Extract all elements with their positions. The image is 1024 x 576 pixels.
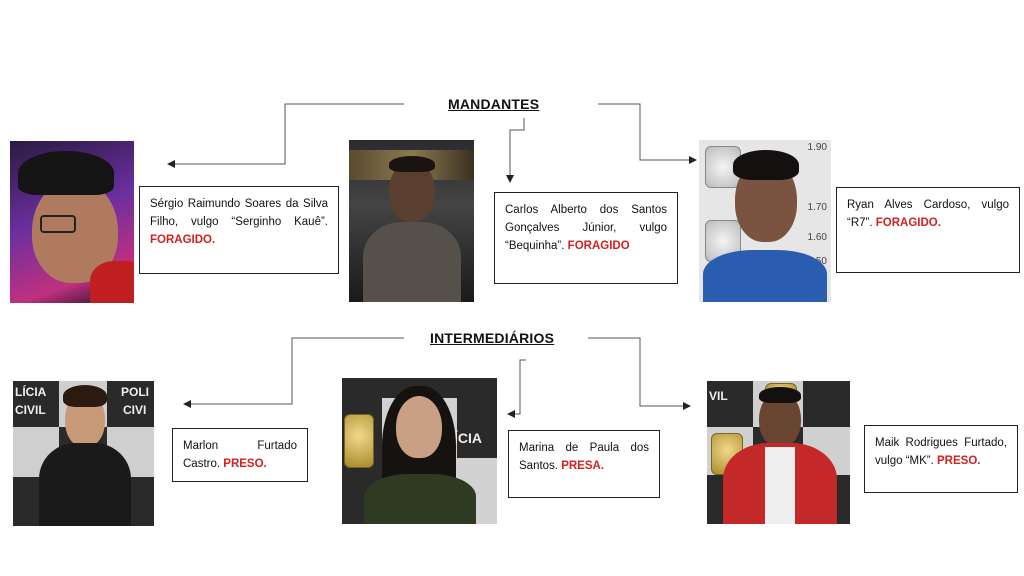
caption-intermediario-2: Marina de Paula dos Santos. PRESA. — [508, 430, 660, 498]
name-mandante-2: Carlos Alberto dos Santos Gonçalves Júni… — [505, 204, 667, 252]
name-mandante-3: Ryan Alves Cardoso, vulgo “R7”. — [847, 199, 1009, 229]
arrow-to-intermediario-2 — [507, 359, 526, 418]
status-mandante-3: FORAGIDO. — [875, 217, 941, 229]
name-intermediario-2: Marina de Paula dos Santos. — [519, 442, 649, 472]
caption-mandante-2: Carlos Alberto dos Santos Gonçalves Júni… — [494, 192, 678, 284]
arrow-to-mandante-2 — [506, 118, 525, 183]
photo-intermediario-3: VIL — [707, 381, 850, 524]
height-mark-2: 1.70 — [807, 202, 827, 213]
arrow-to-mandante-3 — [598, 103, 697, 164]
photo-intermediario-2: ÍCIA — [342, 378, 497, 524]
name-intermediario-3: Maik Rodrigues Furtado, vulgo “MK”. — [875, 437, 1007, 467]
status-mandante-1: FORAGIDO. — [150, 234, 216, 246]
heading-intermediarios: INTERMEDIÁRIOS — [430, 330, 555, 346]
height-mark-3: 1.60 — [807, 232, 827, 243]
name-intermediario-1: Marlon Furtado Castro. — [183, 440, 297, 470]
wall-text-policia: POLI — [121, 385, 150, 399]
wall-text-vil: VIL — [709, 389, 728, 403]
caption-intermediario-1: Marlon Furtado Castro. PRESO. — [172, 428, 308, 482]
caption-mandante-3: Ryan Alves Cardoso, vulgo “R7”. FORAGIDO… — [836, 187, 1020, 273]
heading-mandantes: MANDANTES — [448, 96, 540, 112]
status-intermediario-3: PRESO. — [937, 455, 981, 467]
photo-mandante-2 — [349, 140, 474, 302]
photo-intermediario-1: LÍCIA CIVIL POLI CIVI — [13, 381, 154, 526]
caption-mandante-1: Sérgio Raimundo Soares da Silva Filho, v… — [139, 186, 339, 274]
arrow-to-intermediario-3 — [588, 337, 691, 410]
wall-text-civil-right: CIVI — [123, 403, 147, 417]
status-intermediario-1: PRESO. — [223, 458, 267, 470]
status-mandante-2: FORAGIDO — [567, 240, 630, 252]
caption-intermediario-3: Maik Rodrigues Furtado, vulgo “MK”. PRES… — [864, 425, 1018, 493]
photo-mandante-1 — [10, 141, 134, 303]
name-mandante-1: Sérgio Raimundo Soares da Silva Filho, v… — [150, 198, 328, 228]
arrow-to-intermediario-1 — [183, 337, 404, 408]
wall-text-icia: ÍCIA — [454, 430, 482, 446]
photo-mandante-3: 1.90 1.70 1.60 1.50 — [699, 140, 831, 302]
wall-text-civil: CIVIL — [15, 403, 46, 417]
height-mark-1: 1.90 — [807, 142, 827, 153]
police-badge-icon — [344, 414, 374, 468]
wall-text-licia: LÍCIA — [15, 385, 47, 399]
status-intermediario-2: PRESA. — [561, 460, 605, 472]
arrow-to-mandante-1 — [167, 103, 404, 168]
